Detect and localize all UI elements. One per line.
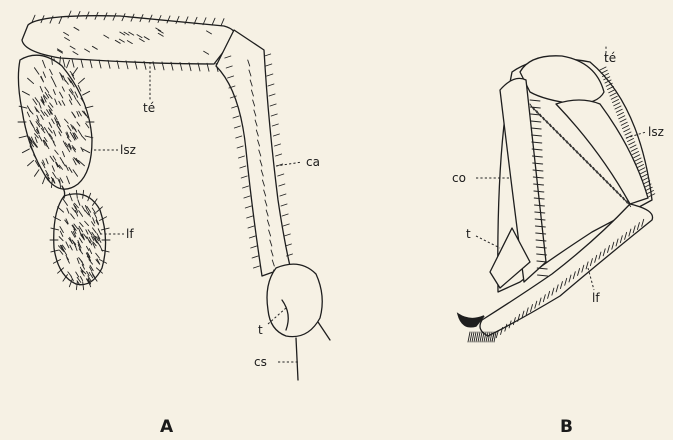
leg-hair (78, 78, 84, 83)
leg-b-drawing: té lsz co t lf B (452, 46, 664, 437)
leg-hair (43, 176, 46, 183)
leg-hair (232, 106, 238, 108)
leg-hair (63, 59, 65, 67)
leg-hair (273, 134, 279, 136)
leg-hair (28, 160, 34, 165)
label-a-ca: ca (306, 155, 320, 169)
label-b-lf: lf (592, 291, 600, 305)
leg-a-drawing: té lsz lf ca t cs A (18, 11, 330, 437)
leg-hair (474, 332, 476, 342)
leg-hair (278, 174, 284, 176)
leg-a-femur (216, 30, 290, 276)
leg-hair (276, 154, 282, 156)
leg-hair (83, 91, 90, 95)
leg-hair (265, 54, 271, 56)
leg-hair (237, 146, 243, 148)
label-b-lsz: lsz (648, 125, 664, 139)
leg-hair (285, 244, 291, 246)
leg-hair (99, 60, 101, 68)
label-a-lf: lf (126, 227, 134, 241)
label-a-cs: cs (254, 355, 267, 369)
leg-a-tarsus-pad (18, 55, 92, 189)
leg-hair (283, 224, 289, 226)
leg-hair (234, 126, 240, 128)
leg-hair (247, 216, 253, 218)
leg-hair (251, 246, 257, 248)
leg-hair (22, 149, 29, 153)
leg-hair (279, 184, 285, 186)
leg-hair (90, 60, 92, 68)
leg-hair (221, 19, 224, 26)
label-a-te: té (143, 101, 155, 115)
leg-hair (284, 234, 290, 236)
label-a-lsz: lsz (120, 143, 136, 157)
leg-hair (19, 136, 27, 138)
leg-hair (249, 236, 255, 238)
leg-hair (81, 59, 83, 67)
leg-hair (269, 94, 275, 96)
leg-hair (67, 60, 70, 67)
leg-a-tibia (22, 16, 235, 64)
leg-hair (268, 84, 274, 86)
label-b-t: t (466, 227, 471, 241)
leg-hair (252, 256, 258, 258)
leg-hair (538, 275, 548, 276)
leg-hair (274, 144, 280, 146)
leg-a-coxa (267, 264, 322, 336)
leg-hair (72, 59, 74, 67)
leg-hair (270, 104, 276, 106)
label-a-t: t (258, 323, 263, 337)
leg-hair (267, 74, 273, 76)
label-b-te: té (604, 51, 616, 65)
leg-hair (600, 67, 606, 70)
leg-hair (253, 266, 259, 268)
panel-b-caption: B (560, 417, 573, 437)
leg-hair (212, 18, 215, 25)
leg-hair (233, 116, 239, 118)
leg-hair (266, 64, 272, 66)
leg-hair (271, 114, 277, 116)
panel-a-caption: A (160, 417, 174, 437)
leg-hair (280, 194, 286, 196)
leg-hair (240, 166, 246, 168)
leg-hair (272, 124, 278, 126)
leg-hair (243, 186, 249, 188)
leg-hair (601, 70, 607, 73)
leg-hair (73, 68, 78, 75)
leg-hair (245, 206, 251, 208)
leg-hair (244, 196, 250, 198)
label-b-co: co (452, 171, 466, 185)
leg-hair (34, 170, 39, 177)
leg-hair (241, 176, 247, 178)
leg-hair (472, 332, 474, 342)
leg-hair (281, 204, 287, 206)
leg-hair (468, 332, 470, 342)
leg-hair (476, 332, 478, 342)
leg-hair (478, 332, 480, 342)
leg-hair (236, 136, 242, 138)
leg-hair (480, 332, 482, 342)
leg-hair (248, 226, 254, 228)
leg-hair (470, 332, 472, 342)
leg-hair (282, 214, 288, 216)
leg-hair (238, 156, 244, 158)
